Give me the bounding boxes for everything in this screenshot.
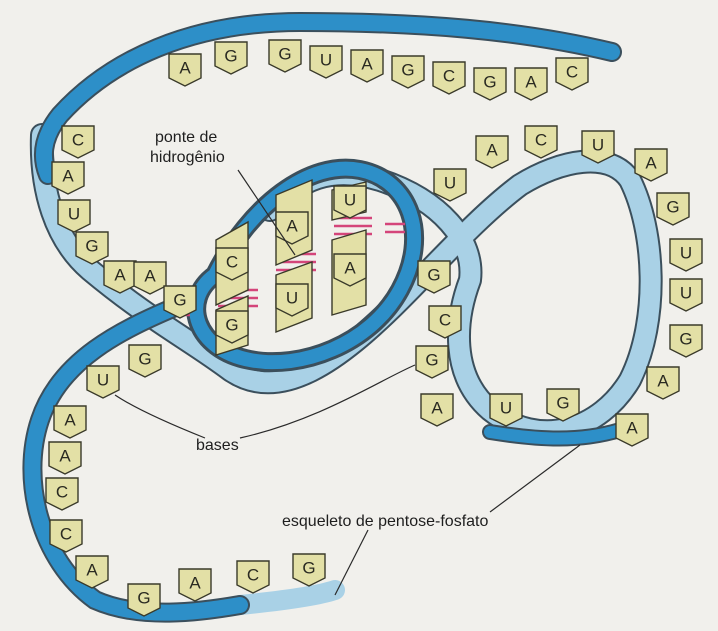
base-letter: C [247,566,259,585]
label-backbone: esqueleto de pentose-fosfato [282,513,488,530]
base-letter: U [68,205,80,224]
base-letter: A [62,167,74,186]
base-letter: C [226,253,238,272]
base-letter: C [60,525,72,544]
base-letter: A [286,217,298,236]
base-letter: U [97,371,109,390]
base-letter: A [645,154,657,173]
base-letter: C [439,311,451,330]
base-letter: U [592,136,604,155]
base-letter: G [173,291,186,310]
base-letter: G [137,589,150,608]
base-letter: G [278,45,291,64]
base-letter: G [679,330,692,349]
base-letter: A [114,266,126,285]
base-letter: G [666,198,679,217]
base-letter: U [444,174,456,193]
base-letter: U [344,191,356,210]
base-letter: A [626,419,638,438]
base-letter: G [85,237,98,256]
base-letter: C [535,131,547,150]
base-letter: U [320,51,332,70]
base-letter: A [344,259,356,278]
base-letter: A [64,411,76,430]
base-letter: G [225,316,238,335]
label-hidrogenio: hidrogênio [150,149,225,166]
base-letter: G [427,266,440,285]
base-letter: G [401,61,414,80]
base-letter: A [525,73,537,92]
base-letter: U [680,284,692,303]
base-letter: G [302,559,315,578]
base-letter: C [56,483,68,502]
base-letter: A [657,372,669,391]
base-letter: U [680,244,692,263]
base-letter: A [431,399,443,418]
base-letter: C [72,131,84,150]
base-letter: U [500,399,512,418]
base-letter: C [566,63,578,82]
base-letter: A [486,141,498,160]
base-letter: A [361,55,373,74]
base-letter: G [425,351,438,370]
base-letter: A [86,561,98,580]
base-letter: G [556,394,569,413]
label-ponte-de: ponte de [155,129,217,146]
base-letter: A [189,574,201,593]
base-letter: G [138,350,151,369]
label-bases: bases [196,437,239,454]
base-letter: U [286,289,298,308]
base-letter: A [144,267,156,286]
base-letter: C [443,67,455,86]
base-letter: A [59,447,71,466]
base-letter: G [483,73,496,92]
base-letter: G [224,47,237,66]
base-letter: A [179,59,191,78]
